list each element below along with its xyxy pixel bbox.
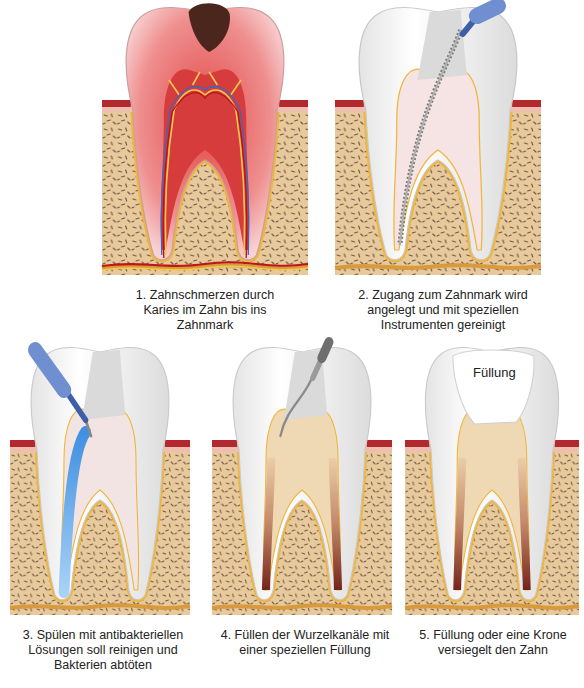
step-caption: 1. Zahnschmerzen durch Karies im Zahn bi… <box>118 288 292 333</box>
tooth-rinse <box>10 347 190 615</box>
step-caption: 4. Füllen der Wurzelkanäle mit einer spe… <box>214 628 396 658</box>
tooth-caries <box>102 3 308 275</box>
step-caption: 2. Zugang zum Zahnmark wird angelegt und… <box>348 288 538 333</box>
part-label: Füllung <box>473 365 516 380</box>
tooth-sealed <box>405 347 579 615</box>
tooth-access <box>335 6 541 275</box>
step-caption: 3. Spülen mit antibakteriellen Lösungen … <box>6 628 200 673</box>
tooth-root-filling <box>212 342 392 615</box>
step-caption: 5. Füllung oder eine Krone versiegelt de… <box>406 628 580 658</box>
